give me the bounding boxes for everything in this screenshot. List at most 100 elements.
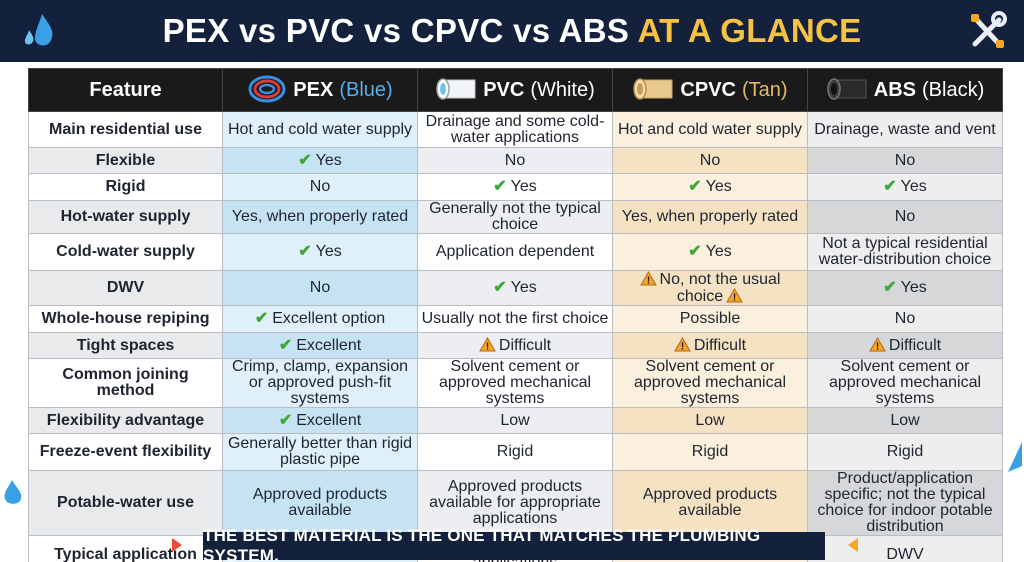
cell-pvc: Approved products available for appropri… — [417, 470, 613, 536]
cell-text: Approved products available — [642, 486, 778, 519]
check-icon: ✔ — [493, 279, 507, 296]
svg-text:!: ! — [646, 276, 649, 287]
wrench-screwdriver-icon — [966, 9, 1010, 58]
cell-pvc: No — [417, 147, 613, 174]
header-pex-name: PEX — [293, 79, 334, 101]
header-cpvc-name: CPVC — [680, 79, 736, 101]
cell-pvc: Application dependent — [417, 233, 613, 271]
cell-pex: ✔Excellent option — [222, 305, 418, 333]
feature-label: Main residential use — [28, 111, 223, 148]
cell-pvc: Generally not the typical choice — [417, 200, 613, 234]
arrow-up-icon — [1008, 442, 1022, 472]
arrow-icon-right — [848, 538, 858, 552]
cell-pvc: Drainage and some cold-water application… — [417, 111, 613, 148]
warning-icon: ! — [639, 271, 657, 287]
warning-icon: ! — [869, 337, 886, 352]
table-row: Tight spaces✔Excellent!Difficult!Difficu… — [28, 332, 1003, 359]
cell-text: No — [894, 310, 916, 327]
cell-text: Approved products available — [252, 486, 388, 519]
cell-pex: ✔Yes — [222, 147, 418, 174]
cell-text: Solvent cement or approved mechanical sy… — [633, 358, 787, 407]
cell-text: Yes — [705, 178, 732, 195]
cell-text: Yes — [900, 279, 927, 296]
cell-abs: Not a typical residential water-distribu… — [807, 233, 1003, 271]
cell-text: No — [309, 178, 331, 195]
cell-pex: No — [222, 173, 418, 201]
cell-abs: ✔Yes — [807, 270, 1003, 306]
cell-cpvc: Approved products available — [612, 470, 808, 536]
cell-abs: ! Difficult — [807, 332, 1003, 359]
cell-cpvc: Yes, when properly rated — [612, 200, 808, 234]
water-drop-icon — [4, 480, 22, 504]
feature-label: Potable-water use — [28, 470, 223, 536]
cell-pex: Hot and cold water supply — [222, 111, 418, 148]
cell-text: Rigid — [886, 443, 924, 460]
header-feature: Feature — [28, 68, 223, 112]
cell-pex: ✔Excellent — [222, 332, 418, 359]
arrow-icon-left — [172, 538, 182, 552]
cell-pex: ✔Excellent — [222, 407, 418, 434]
header-cpvc-note: (Tan) — [742, 79, 788, 101]
header-abs-note: (Black) — [922, 79, 985, 101]
cell-abs: No — [807, 305, 1003, 333]
cell-text: Product/application specific; not the ty… — [817, 470, 993, 535]
cell-cpvc: Low — [612, 407, 808, 434]
cell-text: Excellent option — [272, 310, 386, 327]
header-pex: PEX (Blue) — [222, 68, 418, 112]
cell-text: Yes — [510, 178, 537, 195]
page-title: PEX vs PVC vs CPVC vs ABS AT A GLANCE — [162, 12, 862, 49]
pex-coil-icon — [247, 73, 287, 107]
cell-text: Low — [695, 411, 725, 429]
check-icon: ✔ — [688, 178, 702, 195]
cell-text: Hot and cold water supply — [227, 120, 413, 138]
header-abs: ABS (Black) — [807, 68, 1003, 112]
cell-pvc: Rigid — [417, 433, 613, 471]
cell-text: Yes — [315, 243, 342, 260]
cell-text: Crimp, clamp, expansion or approved push… — [231, 358, 409, 407]
cell-abs: No — [807, 147, 1003, 174]
check-icon: ✔ — [254, 310, 269, 327]
cell-text: No — [504, 151, 526, 169]
cell-cpvc: ✔Yes — [612, 173, 808, 201]
table-row: Potable-water use Approved products avail… — [28, 470, 1003, 536]
cell-pvc: Usually not the first choice — [417, 305, 613, 333]
svg-text:!: ! — [876, 342, 879, 353]
table-header-row: Feature PEX (Blue) — [28, 68, 1003, 112]
title-bar: PEX vs PVC vs CPVC vs ABS AT A GLANCE — [0, 0, 1024, 62]
header-pvc: PVC (White) — [417, 68, 613, 112]
feature-label: Cold-water supply — [28, 233, 223, 271]
cpvc-pipe-icon — [632, 73, 674, 107]
check-icon: ✔ — [883, 279, 897, 296]
cell-text: Yes — [510, 279, 537, 296]
cell-abs: Solvent cement or approved mechanical sy… — [807, 358, 1003, 408]
cell-pvc: Low — [417, 407, 613, 434]
cell-text: Yes, when properly rated — [231, 208, 409, 225]
cell-text: Difficult — [888, 337, 942, 354]
feature-label: Common joining method — [28, 358, 223, 408]
feature-label: Hot-water supply — [28, 200, 223, 234]
cell-text: DWV — [886, 545, 924, 562]
cell-abs: Product/application specific; not the ty… — [807, 470, 1003, 536]
cell-text: Approved products available for appropri… — [429, 478, 601, 527]
cell-text: Difficult — [693, 337, 747, 354]
check-icon: ✔ — [883, 178, 897, 195]
cell-text: Application dependent — [435, 243, 595, 260]
cell-text: Excellent — [296, 336, 362, 354]
check-icon: ✔ — [278, 336, 293, 354]
cell-cpvc: Solvent cement or approved mechanical sy… — [612, 358, 808, 408]
cell-text: Rigid — [496, 443, 534, 460]
cell-text: Generally not the typical choice — [429, 200, 601, 233]
cell-text: No — [699, 151, 721, 169]
cell-pex: Crimp, clamp, expansion or approved push… — [222, 358, 418, 408]
cell-pvc: Solvent cement or approved mechanical sy… — [417, 358, 613, 408]
warning-icon: ! — [726, 288, 743, 303]
cell-text: Rigid — [691, 443, 729, 460]
cell-text: Not a typical residential water-distribu… — [818, 235, 992, 268]
cell-text: Drainage and some cold-water application… — [425, 112, 605, 146]
